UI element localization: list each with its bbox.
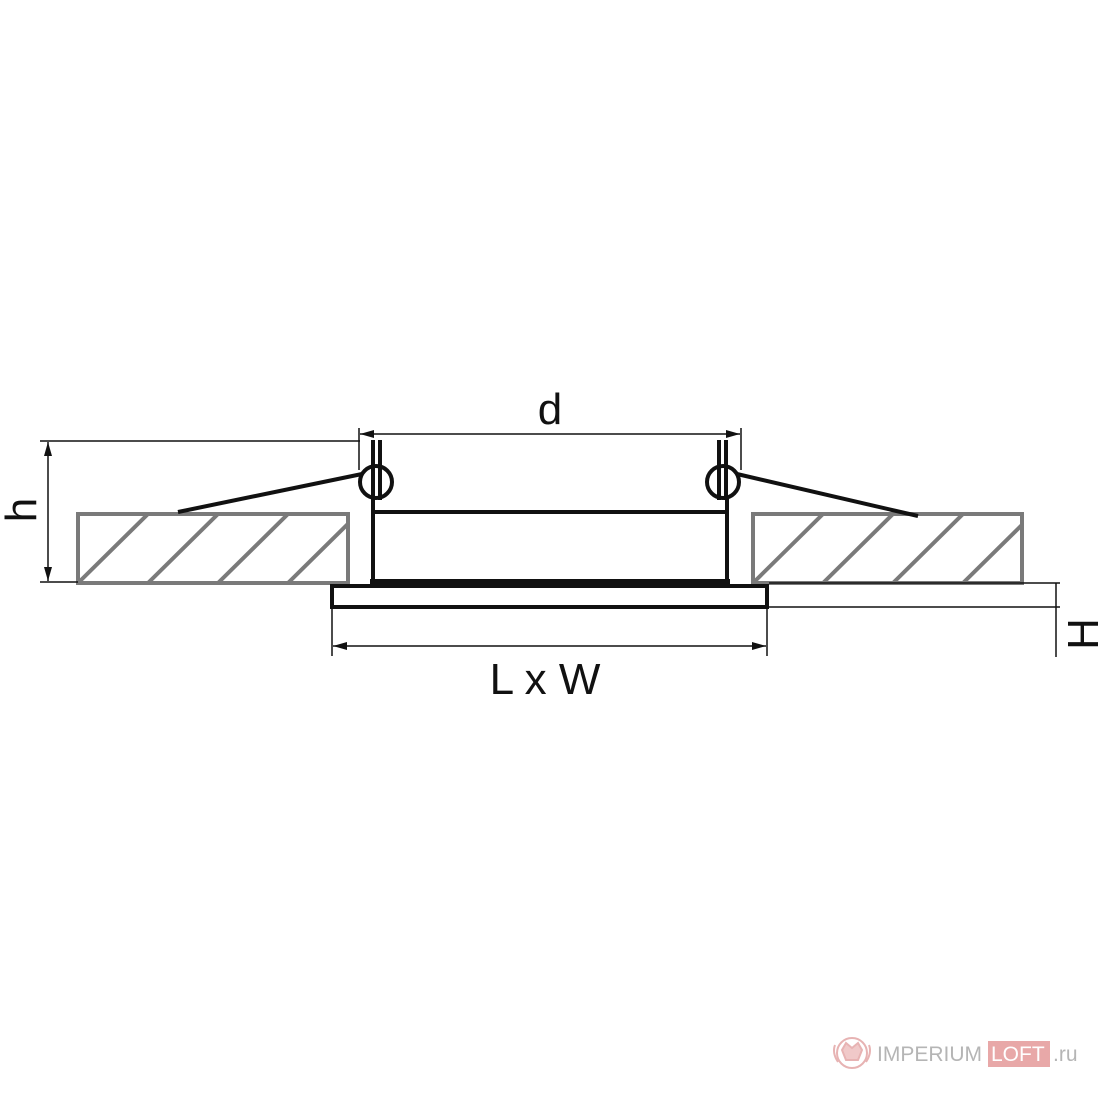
spring-clip-left [177,440,394,514]
dimension-d-label: d [538,385,562,434]
fixture-body [370,490,730,585]
ceiling-section-left [76,512,350,585]
watermark-loft-badge [988,1041,1050,1067]
trim-plate [330,584,769,609]
dimension-H [769,582,1060,657]
dimension-lxw-label: L x W [490,655,601,704]
svg-text:IMPERIUM: IMPERIUM [877,1043,982,1066]
dimension-h [40,440,360,583]
dimension-d [358,428,742,470]
watermark-brand: IMPERIUM [877,1043,982,1066]
ceiling-section-right [751,512,1024,585]
dimension-lxw [331,608,768,656]
dimension-H-label: H [1059,618,1100,650]
watermark: IMPERIUM LOFT .ru [833,1037,1078,1069]
watermark-domain: .ru [1053,1043,1078,1066]
spring-clip-right [705,440,919,518]
watermark-logo-icon [833,1037,871,1069]
dimension-h-label: h [0,498,46,522]
watermark-loft-text: LOFT [991,1043,1045,1066]
